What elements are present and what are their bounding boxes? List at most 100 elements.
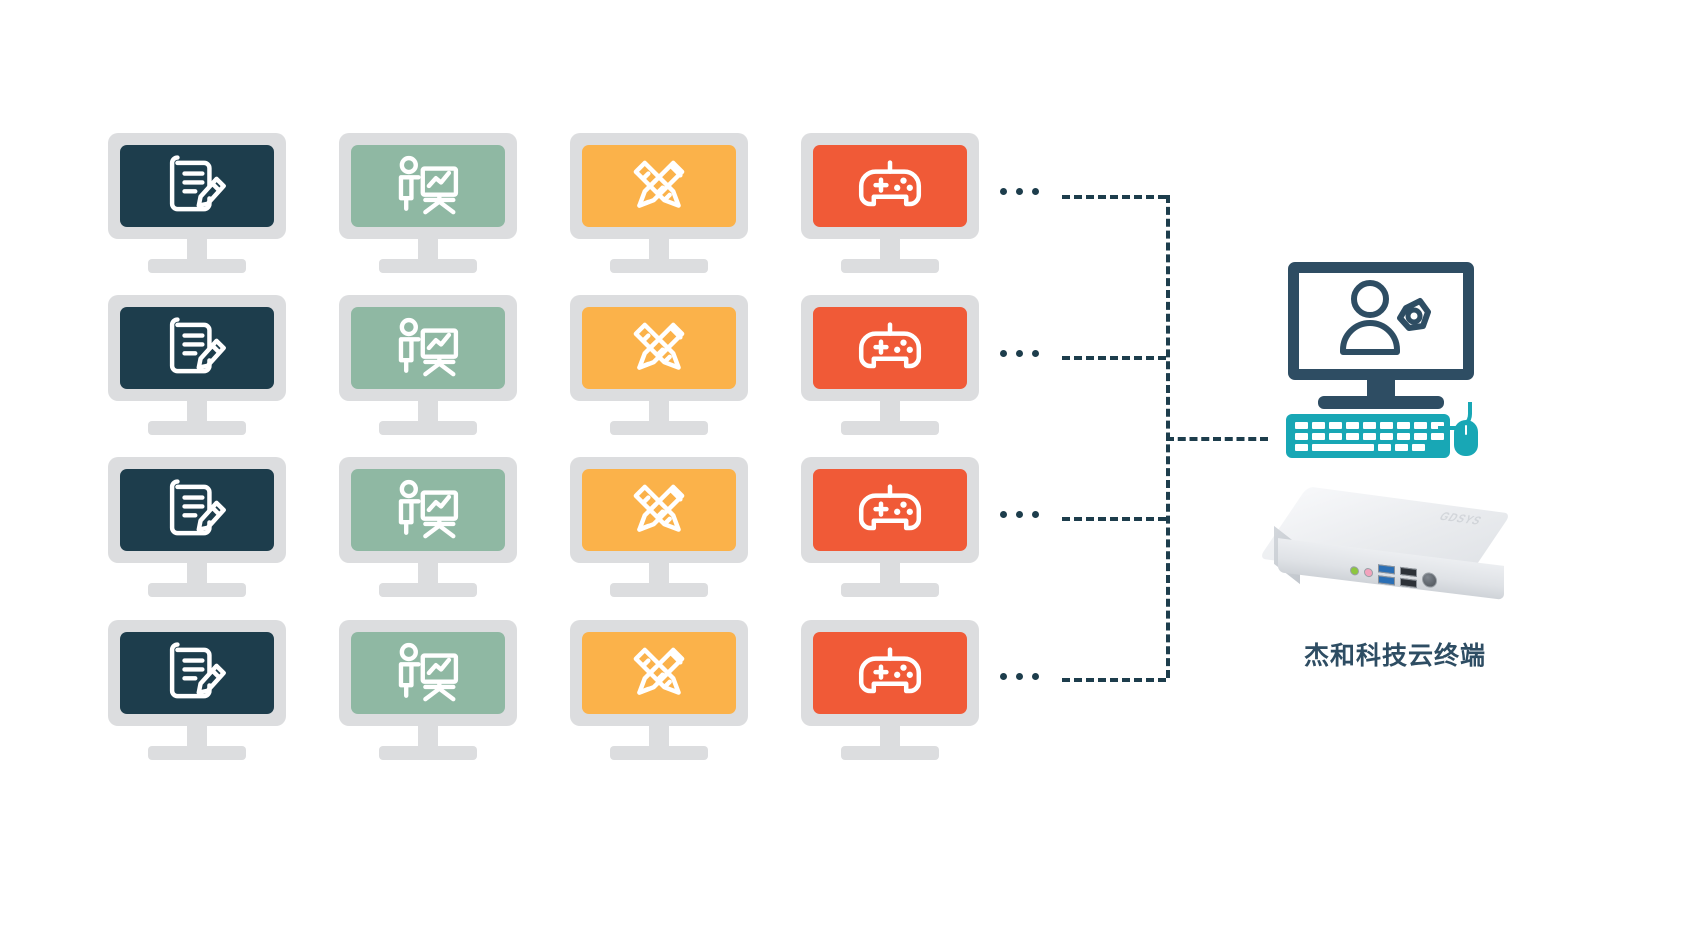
monitor-screen: [813, 469, 967, 551]
monitor-base: [148, 259, 246, 273]
document-edit-icon: [165, 478, 229, 542]
ellipsis-dot: [1016, 673, 1023, 680]
usb3-port[interactable]: [1378, 563, 1395, 574]
client-workstation-gaming[interactable]: [801, 133, 979, 273]
monitor-neck: [187, 239, 207, 261]
monitor-screen: [582, 307, 736, 389]
keyboard[interactable]: [1286, 414, 1450, 458]
ellipsis-dot: [1000, 673, 1007, 680]
ellipsis-dot: [1032, 511, 1039, 518]
mouse[interactable]: [1454, 420, 1478, 456]
client-workstation-gaming[interactable]: [801, 620, 979, 760]
monitor-base: [841, 583, 939, 597]
monitor-neck: [880, 239, 900, 261]
monitor-base: [610, 746, 708, 760]
monitor-neck: [1367, 380, 1395, 398]
monitor-base: [379, 583, 477, 597]
monitor-base: [148, 746, 246, 760]
connector-branch: [1062, 356, 1166, 360]
row-ellipsis: [1000, 511, 1039, 518]
ellipsis-dot: [1000, 350, 1007, 357]
ellipsis-dot: [1016, 350, 1023, 357]
usb-port[interactable]: [1400, 566, 1417, 577]
monitor-neck: [418, 563, 438, 585]
pencil-ruler-icon: [627, 641, 691, 705]
connector-to-terminal: [1166, 437, 1268, 441]
client-workstation-document[interactable]: [108, 457, 286, 597]
gamepad-icon: [854, 644, 926, 702]
monitor-screen: [120, 145, 274, 227]
client-workstation-document[interactable]: [108, 295, 286, 435]
monitor-neck: [418, 239, 438, 261]
row-ellipsis: [1000, 188, 1039, 195]
client-workstation-presentation[interactable]: [339, 295, 517, 435]
connector-branch: [1062, 517, 1166, 521]
monitor-foot: [1318, 396, 1444, 409]
monitor-base: [148, 421, 246, 435]
ellipsis-dot: [1032, 188, 1039, 195]
audio-line-out-jack[interactable]: [1350, 565, 1359, 576]
client-workstation-presentation[interactable]: [339, 133, 517, 273]
presentation-easel-icon: [394, 154, 462, 218]
mini-pc-device[interactable]: GDSYS: [1258, 486, 1520, 616]
client-workstation-document[interactable]: [108, 620, 286, 760]
client-workstation-design[interactable]: [570, 295, 748, 435]
usb-port-group[interactable]: [1400, 566, 1417, 588]
row-ellipsis: [1000, 350, 1039, 357]
client-workstation-design[interactable]: [570, 620, 748, 760]
monitor-screen: [813, 307, 967, 389]
monitor-screen: [813, 145, 967, 227]
monitor-screen: [120, 469, 274, 551]
monitor-base: [841, 421, 939, 435]
client-workstation-gaming[interactable]: [801, 295, 979, 435]
cloud-terminal-monitor[interactable]: [1288, 262, 1474, 380]
presentation-easel-icon: [394, 641, 462, 705]
monitor-base: [610, 421, 708, 435]
monitor-base: [148, 583, 246, 597]
client-workstation-presentation[interactable]: [339, 457, 517, 597]
monitor-neck: [187, 563, 207, 585]
monitor-neck: [649, 563, 669, 585]
usb3-port[interactable]: [1378, 574, 1395, 585]
ellipsis-dot: [1032, 673, 1039, 680]
ellipsis-dot: [1032, 350, 1039, 357]
client-workstation-gaming[interactable]: [801, 457, 979, 597]
monitor-base: [610, 259, 708, 273]
usb-port[interactable]: [1400, 577, 1417, 588]
ellipsis-dot: [1016, 511, 1023, 518]
connector-branch: [1062, 195, 1166, 199]
power-button[interactable]: [1422, 571, 1437, 588]
monitor-neck: [649, 401, 669, 423]
client-workstation-document[interactable]: [108, 133, 286, 273]
client-workstation-design[interactable]: [570, 457, 748, 597]
monitor-screen: [582, 145, 736, 227]
monitor-screen: [120, 632, 274, 714]
monitor-base: [841, 746, 939, 760]
ellipsis-dot: [1000, 511, 1007, 518]
connector-branch: [1062, 678, 1166, 682]
monitor-neck: [418, 401, 438, 423]
gamepad-icon: [854, 319, 926, 377]
gamepad-icon: [854, 481, 926, 539]
monitor-neck: [187, 726, 207, 748]
monitor-screen: [351, 307, 505, 389]
presentation-easel-icon: [394, 478, 462, 542]
monitor-screen: [582, 469, 736, 551]
usb3-port-group[interactable]: [1378, 563, 1395, 585]
pencil-ruler-icon: [627, 154, 691, 218]
monitor-screen: [813, 632, 967, 714]
client-workstation-presentation[interactable]: [339, 620, 517, 760]
monitor-neck: [649, 726, 669, 748]
audio-mic-jack[interactable]: [1364, 567, 1373, 578]
document-edit-icon: [165, 154, 229, 218]
pencil-ruler-icon: [627, 316, 691, 380]
monitor-neck: [880, 726, 900, 748]
client-workstation-design[interactable]: [570, 133, 748, 273]
monitor-screen: [351, 469, 505, 551]
document-edit-icon: [165, 641, 229, 705]
user-settings-icon: [1335, 278, 1431, 362]
row-ellipsis: [1000, 673, 1039, 680]
monitor-base: [610, 583, 708, 597]
monitor-neck: [187, 401, 207, 423]
